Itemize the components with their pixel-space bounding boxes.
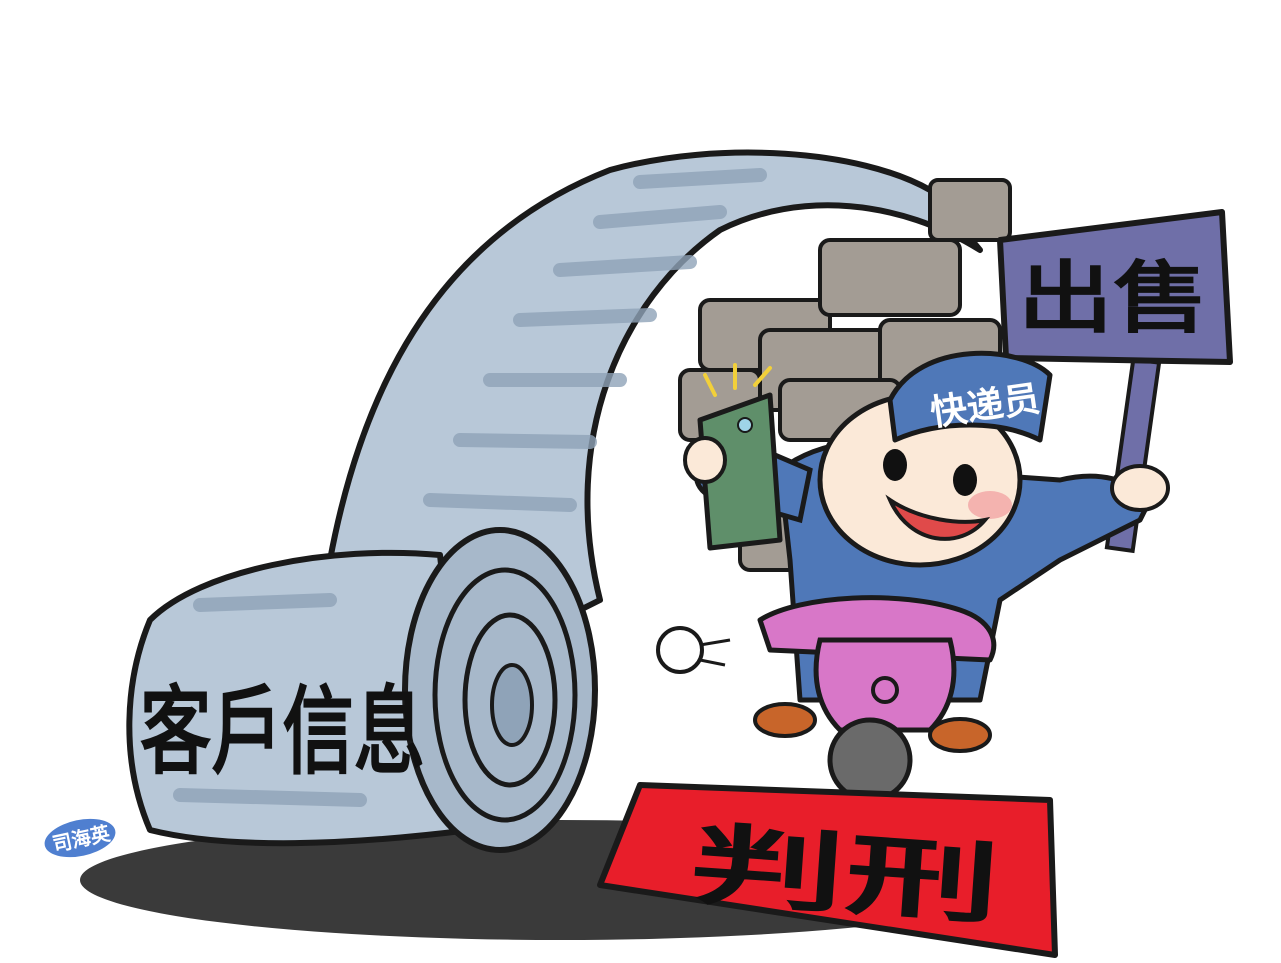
smartphone-icon (683, 363, 783, 551)
signature-badge (44, 818, 116, 858)
parcel-box-icon (818, 238, 962, 317)
courier-eye (953, 464, 977, 496)
courier-cap (887, 350, 1053, 443)
roll-text-lines (173, 593, 367, 807)
puff-line (699, 658, 726, 667)
sentence-label: 判刑 (687, 812, 1003, 936)
paper-roll (126, 549, 473, 847)
puff-circle (656, 626, 704, 674)
courier-eye (883, 449, 907, 481)
customer-info-scroll: 客戶信息 (126, 149, 983, 853)
scooter-headlight (871, 676, 899, 704)
puff-line (699, 638, 731, 647)
courier-cheek (968, 491, 1012, 519)
roll-end-core (490, 663, 534, 747)
phone-flash-rays (703, 363, 772, 397)
courier-foot (928, 717, 992, 753)
artist-signature: 司海英 (44, 818, 116, 858)
red-mat (597, 782, 1058, 958)
courier-right-hand (1110, 464, 1170, 512)
sentence-mat: 判刑 (597, 782, 1058, 958)
hand-holding-phone (683, 436, 727, 484)
ribbon-text-lines (423, 168, 767, 512)
parcel-box-icon (928, 178, 1012, 242)
customer-info-label: 客戶信息 (140, 676, 425, 788)
sign-board-icon (997, 209, 1233, 365)
exhaust-puff-icon (656, 626, 731, 674)
roll-end-ring (432, 567, 578, 823)
scooter-icon (753, 595, 997, 803)
phone-camera (737, 417, 753, 433)
scooter-wheel (827, 717, 913, 803)
for-sale-sign: 出售 (997, 209, 1233, 554)
courier-mouth (885, 494, 991, 541)
roll-end-ring-inner (462, 612, 558, 788)
courier-foot (753, 702, 817, 738)
for-sale-label: 出售 (1018, 254, 1208, 344)
phone-body (697, 392, 783, 551)
